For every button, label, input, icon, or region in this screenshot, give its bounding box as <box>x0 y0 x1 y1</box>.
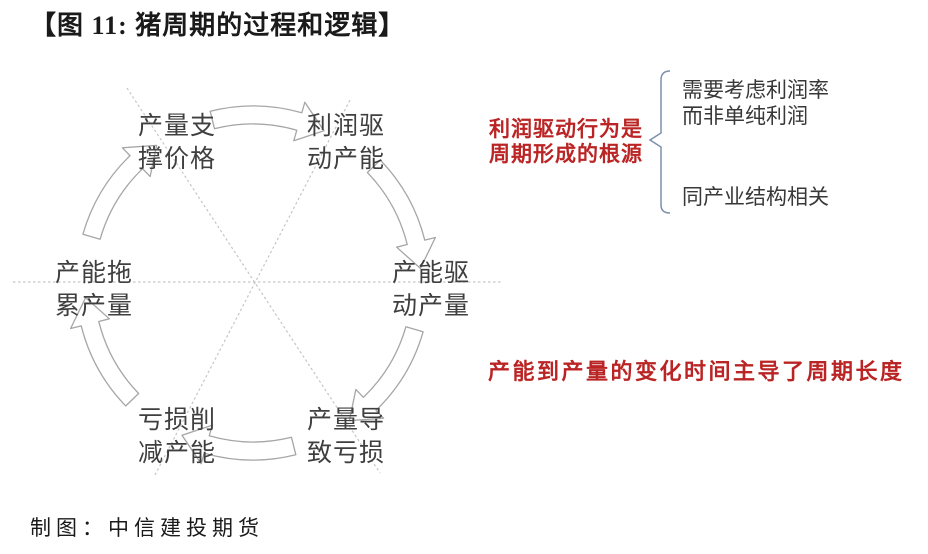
cycle-node-profit-drives-capacity: 利润驱 动产能 <box>307 110 385 176</box>
cycle-node-capacity-drags-output: 产能拖 累产量 <box>55 257 133 323</box>
node-line: 产量支 <box>138 112 217 140</box>
cycle-arrow-top <box>209 101 325 142</box>
node-line: 致亏损 <box>307 439 386 467</box>
source-caption: 制图：中信建投期货 <box>30 516 264 540</box>
figure-title: 【图 11: 猪周期的过程和逻辑】 <box>30 11 406 40</box>
node-line: 累产量 <box>55 292 134 320</box>
node-line: 产能拖 <box>55 259 134 287</box>
node-line: 亏损削 <box>138 406 217 434</box>
node-line: 动产量 <box>392 292 471 320</box>
node-line: 动产能 <box>307 145 386 173</box>
cycle-arrow-bottom <box>181 424 297 465</box>
cycle-arrows <box>69 101 437 465</box>
note-industry-structure: 同产业结构相关 <box>682 185 829 211</box>
note-profit-margin: 需要考虑利润率 而非单纯利润 <box>682 78 829 130</box>
cycle-arrow-upper-left <box>82 144 158 240</box>
node-line: 减产能 <box>138 439 217 467</box>
cycle-arrow-upper-right <box>366 159 437 269</box>
dashed-diagonal-line-sw-ne <box>154 99 351 476</box>
annotation-line: 利润驱动行为是 <box>489 118 643 141</box>
note-line: 同产业结构相关 <box>682 186 829 209</box>
cycle-arrow-lower-left <box>69 297 140 407</box>
cycle-arrow-lower-right <box>348 326 424 422</box>
note-line: 而非单纯利润 <box>682 105 808 128</box>
node-line: 利润驱 <box>307 112 386 140</box>
annotation-profit-root-cause: 利润驱动行为是 周期形成的根源 <box>489 117 643 167</box>
cycle-node-output-causes-losses: 产量导 致亏损 <box>307 404 385 470</box>
node-line: 撑价格 <box>138 145 217 173</box>
note-line: 需要考虑利润率 <box>682 79 829 102</box>
cycle-node-capacity-drives-output: 产能驱 动产量 <box>392 257 470 323</box>
cycle-node-output-supports-price: 产量支 撑价格 <box>138 110 216 176</box>
node-line: 产量导 <box>307 406 386 434</box>
node-line: 产能驱 <box>392 259 471 287</box>
dashed-diagonal-line-nw-se <box>126 87 381 474</box>
annotation-line: 周期形成的根源 <box>489 143 643 166</box>
dashed-guide-lines <box>13 87 502 476</box>
right-brace <box>648 70 671 214</box>
annotation-cycle-length: 产能到产量的变化时间主导了周期长度 <box>488 359 905 384</box>
cycle-node-losses-cut-capacity: 亏损削 减产能 <box>138 404 216 470</box>
